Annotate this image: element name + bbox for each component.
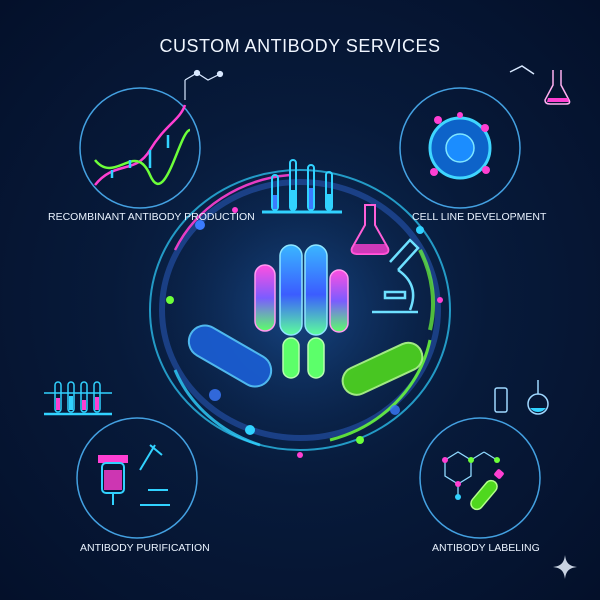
flask-icon-bottom-right bbox=[494, 380, 549, 415]
orbit-rings bbox=[149, 169, 451, 451]
test-tube-rack-icon bbox=[44, 381, 112, 416]
cell-icon bbox=[428, 112, 492, 180]
chromosomes bbox=[254, 244, 349, 379]
page-title: CUSTOM ANTIBODY SERVICES bbox=[159, 36, 441, 56]
sparkle-icon bbox=[553, 555, 577, 579]
flask-icon bbox=[350, 204, 390, 255]
particles bbox=[166, 207, 443, 458]
molecule-icon-top-left bbox=[184, 69, 224, 100]
microscope-icon bbox=[372, 238, 420, 314]
dna-helix-icon bbox=[94, 104, 191, 186]
left-capsules bbox=[187, 324, 424, 396]
flask-icon-top-right bbox=[509, 65, 571, 105]
service-label-cell-line: CELL LINE DEVELOPMENT bbox=[412, 211, 547, 223]
top-test-tubes bbox=[262, 159, 342, 214]
labeling-tube-icon bbox=[470, 469, 504, 511]
service-label-labeling: ANTIBODY LABELING bbox=[432, 542, 540, 554]
service-label-recombinant: RECOMBINANT ANTIBODY PRODUCTION bbox=[48, 211, 255, 223]
service-label-purification: ANTIBODY PURIFICATION bbox=[80, 542, 210, 554]
service-circles bbox=[76, 87, 541, 539]
purification-column-icon bbox=[98, 444, 170, 506]
molecule-network-icon bbox=[442, 451, 500, 500]
